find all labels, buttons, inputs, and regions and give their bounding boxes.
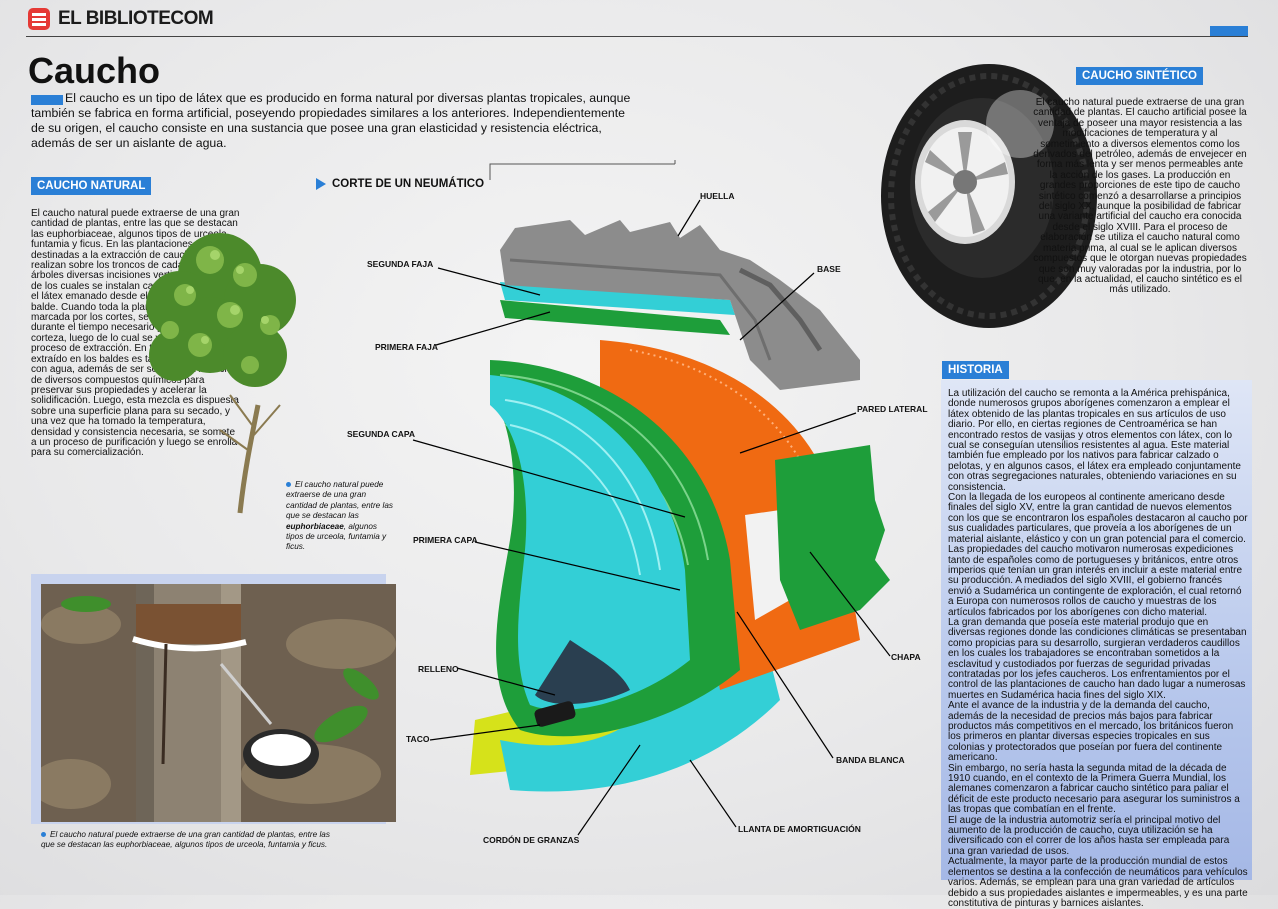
label-base: BASE [817,264,841,274]
label-banda-blanca: BANDA BLANCA [836,755,905,765]
brand-name: EL BIBLIOTECOM [58,8,214,29]
tire-cross-section-diagram [470,160,890,792]
label-primera-capa: PRIMERA CAPA [413,535,478,545]
historia-paragraph: Con la llegada de los europeos al contin… [948,492,1248,545]
intro-paragraph: El caucho es un tipo de látex que es pro… [31,91,631,150]
historia-paragraph: Actualmente, la mayor parte de la produc… [948,856,1248,909]
diagram-leader-lines [412,199,891,836]
label-pared-lateral: PARED LATERAL [857,404,928,414]
brand-header: EL BIBLIOTECOM [28,8,214,30]
latex-extraction-photo [41,584,396,822]
historia-paragraph: Ante el avance de la industria y de la d… [948,700,1234,764]
header-divider [26,36,1248,37]
historia-paragraph: La utilización del caucho se remonta a l… [948,388,1241,493]
tire-wheel-illustration [881,64,1097,328]
bullet-dot-icon [41,832,46,838]
rubber-plant-illustration [146,233,296,514]
historia-text: La utilización del caucho se remonta a l… [948,388,1248,909]
plant-caption: El caucho natural puede extraerse de una… [286,480,393,552]
section-heading-historia: HISTORIA [942,361,1009,379]
label-llanta-amortiguacion: LLANTA DE AMORTIGUACIÓN [738,824,861,834]
label-huella: HUELLA [700,191,735,201]
stacked-books-icon [28,8,50,30]
page-title: Caucho [28,50,161,91]
label-chapa: CHAPA [891,652,921,662]
historia-paragraph: La gran demanda que poseía este material… [948,616,1247,701]
diagram-title: CORTE DE UN NEUMÁTICO [316,178,484,190]
section-heading-caucho-natural: CAUCHO NATURAL [31,177,152,195]
header-accent-bar [1210,26,1248,36]
caucho-sintetico-text: El caucho natural puede extraerse de una… [1033,97,1247,296]
section-heading-caucho-sintetico: CAUCHO SINTÉTICO [1076,67,1203,85]
bullet-dot-icon [286,482,291,488]
label-segunda-faja: SEGUNDA FAJA [367,259,434,269]
label-taco: TACO [406,734,430,744]
intro-accent-bar [31,95,63,105]
label-relleno: RELLENO [418,664,459,674]
photo-caption: El caucho natural puede extraerse de una… [41,830,330,850]
historia-paragraph: Sin embargo, no sería hasta la segunda m… [948,762,1240,816]
play-arrow-icon [316,178,326,190]
label-cordon-granzas: CORDÓN DE GRANZAS [483,835,580,845]
historia-panel [941,380,1252,880]
historia-paragraph: Las propiedades del caucho motivaron num… [948,544,1243,618]
label-primera-faja: PRIMERA FAJA [375,342,438,352]
caucho-natural-text: El caucho natural puede extraerse de una… [31,208,240,459]
label-segunda-capa: SEGUNDA CAPA [347,429,416,439]
historia-paragraph: El auge de la industria automotriz sería… [948,814,1230,857]
